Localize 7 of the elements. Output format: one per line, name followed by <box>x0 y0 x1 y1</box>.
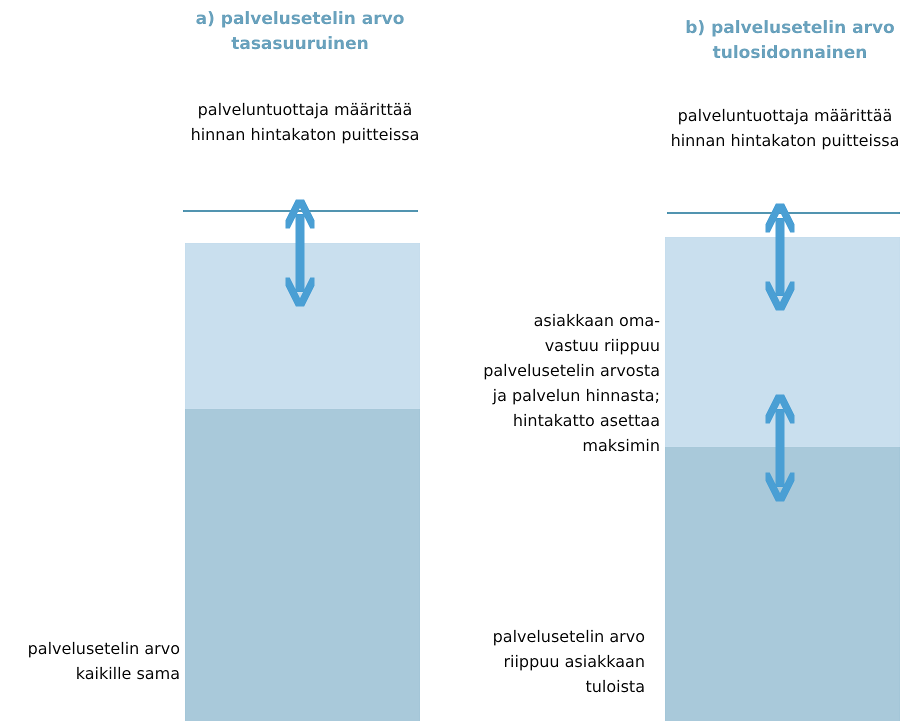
description-text: asiakkaan oma-vastuu riippuu palvelusetelin arvosta ja palvelun hinnasta; hintakatto asettaa maksimin <box>482 310 660 457</box>
panel-title: b) palvelusetelin arvo tulosidonnainen <box>684 17 896 65</box>
description-text: palvelusetelin arvo kaikille sama <box>26 638 180 685</box>
description-text: palvelusetelin arvo riippuu asiakkaan tuloista <box>492 626 645 698</box>
panel-title: a) palvelusetelin arvo tasasuuruinen <box>194 8 406 56</box>
description-text: palveluntuottaja määrittää hinnan hintakaton puitteissa <box>670 105 900 152</box>
description-text: palveluntuottaja määrittää hinnan hintakaton puitteissa <box>190 99 420 146</box>
